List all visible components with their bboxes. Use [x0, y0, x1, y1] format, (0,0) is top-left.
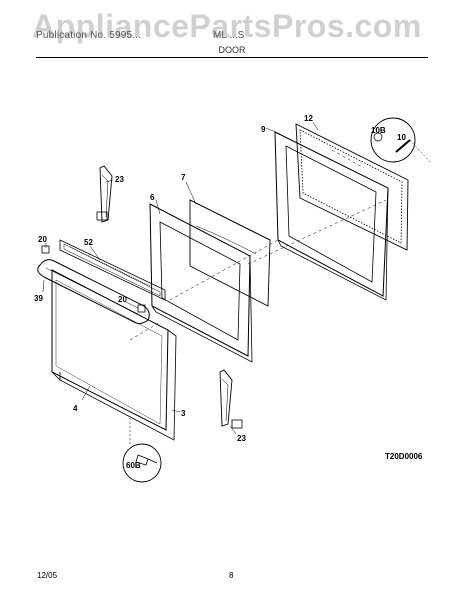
door-outer-part-3	[51, 329, 177, 441]
door-glass-part-4	[51, 269, 169, 431]
clip-part-20-left	[41, 245, 50, 254]
callouts: 9 12 10B 10 7 6 23 20 52 39 20 4 3 60B 2…	[34, 114, 406, 470]
footer-page-number: 8	[229, 571, 234, 580]
alignment-lines	[129, 149, 387, 341]
callout-3: 3	[181, 409, 186, 418]
callout-9: 9	[261, 125, 266, 134]
callout-4: 4	[73, 404, 78, 413]
callout-23-upper: 23	[115, 175, 124, 184]
screw-detail-part-10	[370, 117, 431, 163]
door-liner-part-6	[149, 203, 253, 363]
diagram-code: T20D0006	[385, 452, 423, 461]
callout-20-left: 20	[38, 235, 47, 244]
section-title: DOOR	[218, 45, 246, 55]
callout-23-lower: 23	[237, 434, 246, 443]
model-number: ML ...S	[213, 30, 245, 41]
callout-12: 12	[304, 114, 313, 123]
leader-lines	[42, 121, 319, 435]
callout-10b: 10B	[371, 126, 386, 135]
watermark: AppliancePartsPros.com	[32, 8, 422, 44]
publication-number: Publication No. 5995...	[36, 30, 142, 41]
header-rule	[36, 57, 428, 58]
callout-6: 6	[150, 193, 155, 202]
callout-60b: 60B	[126, 461, 141, 470]
insulation-part-7	[189, 199, 271, 307]
vent-trim-part-52	[59, 239, 166, 301]
gasket-part-12	[295, 123, 409, 251]
callout-7: 7	[181, 173, 186, 182]
callout-10: 10	[397, 133, 406, 142]
hinge-part-23-upper	[96, 165, 113, 223]
clip-part-20-right	[137, 304, 146, 313]
screw-detail-part-60b	[122, 418, 162, 483]
hinge-part-23-lower	[219, 369, 243, 429]
callout-39: 39	[34, 294, 43, 303]
inner-door-panel-part-9	[274, 131, 389, 301]
callout-52: 52	[84, 238, 93, 247]
footer-date: 12/05	[37, 571, 58, 580]
callout-20-right: 20	[118, 295, 127, 304]
